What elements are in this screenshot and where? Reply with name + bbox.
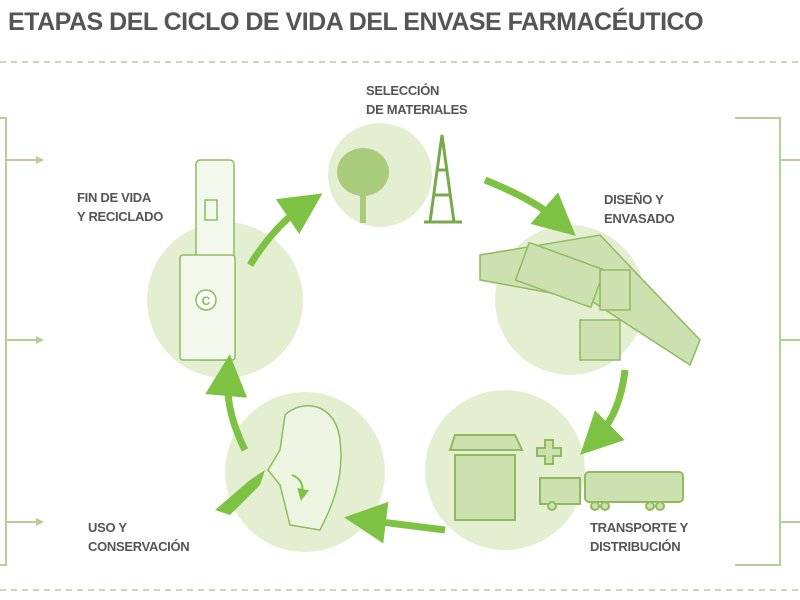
stage-label-line: CONSERVACIÓN [88, 539, 190, 554]
stage-label-line: TRANSPORTE Y [590, 520, 689, 535]
stage-label-line: DE MATERIALES [366, 102, 468, 117]
stage-label-line: FIN DE VIDA [77, 190, 151, 205]
stage-label-line: DISTRIBUCIÓN [590, 539, 681, 554]
arrow-materials-to-design [483, 176, 576, 236]
stage-label-line: DISEÑO Y [604, 192, 664, 207]
cycle-arrows [205, 176, 629, 544]
tree-icon [337, 148, 389, 223]
right-bracket [735, 117, 800, 566]
head-medication-icon [215, 405, 342, 531]
pharmacy-truck-icon [448, 434, 684, 521]
arrow-transport-to-use [344, 501, 446, 544]
stage-label-transport: TRANSPORTE Y DISTRIBUCIÓN [590, 518, 688, 556]
stage-label-line: SELECCIÓN [366, 83, 440, 98]
stage-label-end-of-life: FIN DE VIDA Y RECICLADO [77, 188, 163, 226]
stage-label-use: USO Y CONSERVACIÓN [88, 518, 190, 556]
stage-label-line: ENVASADO [604, 211, 675, 226]
left-bracket [0, 117, 44, 566]
svg-text:C: C [202, 294, 211, 308]
recycling-bin-icon: C [179, 159, 236, 361]
stage-label-materials: SELECCIÓN DE MATERIALES [366, 81, 468, 119]
arrow-recycle-to-materials [247, 193, 323, 267]
stage-label-line: Y RECICLADO [77, 209, 164, 224]
packaging-machine-icon [479, 234, 701, 367]
arrow-use-to-recycle [205, 354, 249, 452]
stage-label-line: USO Y [88, 520, 127, 535]
diagram-title: ETAPAS DEL CICLO DE VIDA DEL ENVASE FARM… [8, 8, 704, 36]
oil-derrick-icon [424, 134, 462, 224]
stage-label-design: DISEÑO Y ENVASADO [604, 190, 675, 228]
arrow-design-to-transport [580, 369, 629, 455]
